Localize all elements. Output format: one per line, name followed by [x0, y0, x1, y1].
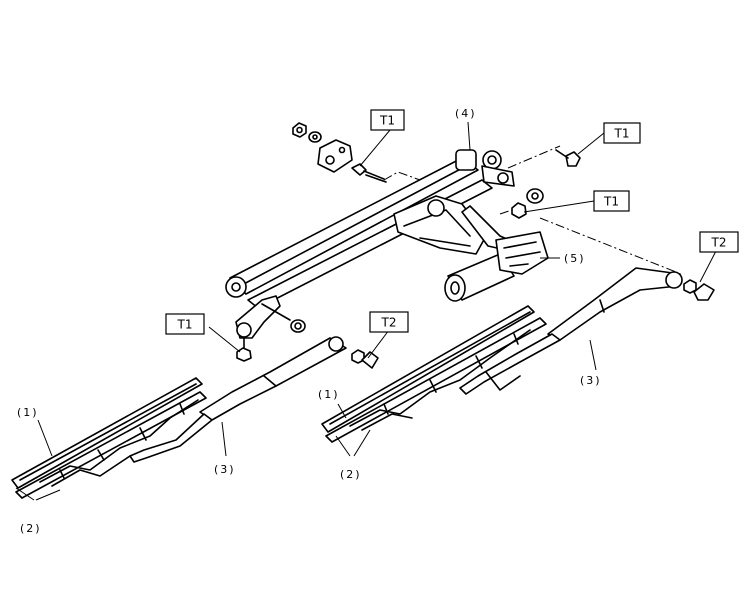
torque-t1-text: T1	[379, 114, 395, 128]
callout-left-blade: (1)	[17, 406, 39, 419]
torque-t2-text: T2	[381, 316, 397, 330]
wiper-motor	[444, 231, 549, 302]
torque-label-t1-top: T1	[370, 109, 405, 131]
torque-t2-text: T2	[711, 236, 727, 250]
torque-t1-text: T1	[603, 195, 619, 209]
torque-t1-text: T1	[177, 318, 193, 332]
torque-label-t2-center: T2	[369, 311, 409, 333]
torque-label-t1-right-mid: T1	[593, 190, 630, 212]
callout-linkage: (4)	[455, 107, 477, 120]
bracket-hardware	[292, 122, 421, 183]
torque-label-t1-right-top: T1	[603, 122, 641, 144]
left-pivot-hardware	[235, 295, 306, 362]
callout-right-arm: (3)	[580, 374, 602, 387]
right-wiper-arm	[459, 267, 715, 395]
callout-right-blade: (1)	[318, 388, 340, 401]
right-wiper-blade	[321, 305, 547, 443]
torque-label-t2-right: T2	[699, 231, 739, 253]
wiper-linkage-assembly	[225, 149, 515, 309]
torque-t1-text: T1	[614, 127, 630, 141]
right-pivot-hardware	[499, 145, 677, 273]
callout-right-rubber: (2)	[340, 468, 362, 481]
left-wiper-blade	[11, 377, 207, 499]
leader-lines	[15, 121, 717, 501]
torque-label-t1-left: T1	[165, 313, 205, 335]
callout-left-arm: (3)	[214, 463, 236, 476]
callout-left-rubber: (2)	[20, 522, 42, 535]
callout-motor: (5)	[564, 252, 586, 265]
